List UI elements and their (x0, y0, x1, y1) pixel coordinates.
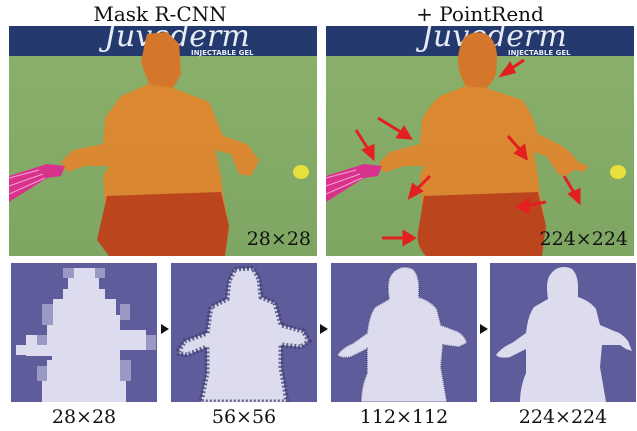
mask-panel-28 (11, 263, 157, 402)
boundary-arrows (354, 58, 581, 247)
step-arrow-2 (320, 324, 328, 334)
arrow-head-top (498, 58, 525, 78)
photo-pointrend: Juvederm INJECTABLE GEL (326, 26, 634, 256)
player-mask-refined (379, 32, 588, 256)
title-mask-rcnn: Mask R-CNN (93, 2, 227, 26)
mask-silhouette-28 (16, 268, 156, 402)
mask-panel-224 (490, 263, 636, 402)
tennis-ball (293, 165, 309, 179)
racket (326, 164, 382, 202)
arrow-knee (382, 229, 417, 247)
banner-sub-text: INJECTABLE GEL (191, 49, 254, 57)
arrow-elbow (506, 135, 528, 161)
mask-silhouette-56 (172, 265, 313, 402)
resolution-label-pointrend: 224×224 (539, 228, 628, 250)
racket (9, 164, 65, 202)
photo-panel-pointrend: Juvederm INJECTABLE GEL 224×224 (326, 26, 634, 256)
mask-panel-56 (171, 263, 317, 402)
caption-112: 112×112 (359, 406, 449, 428)
mask-panel-112 (331, 263, 477, 402)
photo-mask-rcnn: Juvederm INJECTABLE GEL (9, 26, 317, 256)
arrow-hand (562, 175, 581, 206)
step-arrow-3 (480, 324, 488, 334)
racket-strings (9, 169, 46, 195)
title-pointrend: + PointRend (416, 2, 544, 26)
arrow-racket-arm (354, 129, 375, 162)
mask-silhouette-112 (335, 266, 469, 402)
arrow-shoulder (377, 116, 413, 140)
resolution-label-mask-rcnn: 28×28 (246, 228, 311, 250)
photo-panel-mask-rcnn: Juvederm INJECTABLE GEL 28×28 (9, 26, 317, 256)
tennis-ball (610, 165, 626, 179)
caption-28: 28×28 (51, 406, 117, 428)
step-arrow-1 (161, 324, 169, 334)
caption-224: 224×224 (518, 406, 608, 428)
caption-56: 56×56 (211, 406, 277, 428)
racket-strings (326, 169, 363, 195)
mask-silhouette-224 (496, 267, 632, 402)
arrow-waist (407, 174, 432, 200)
player-mask-coarse (61, 32, 259, 256)
arrow-hip (515, 197, 547, 215)
banner-sub-text: INJECTABLE GEL (508, 49, 571, 57)
